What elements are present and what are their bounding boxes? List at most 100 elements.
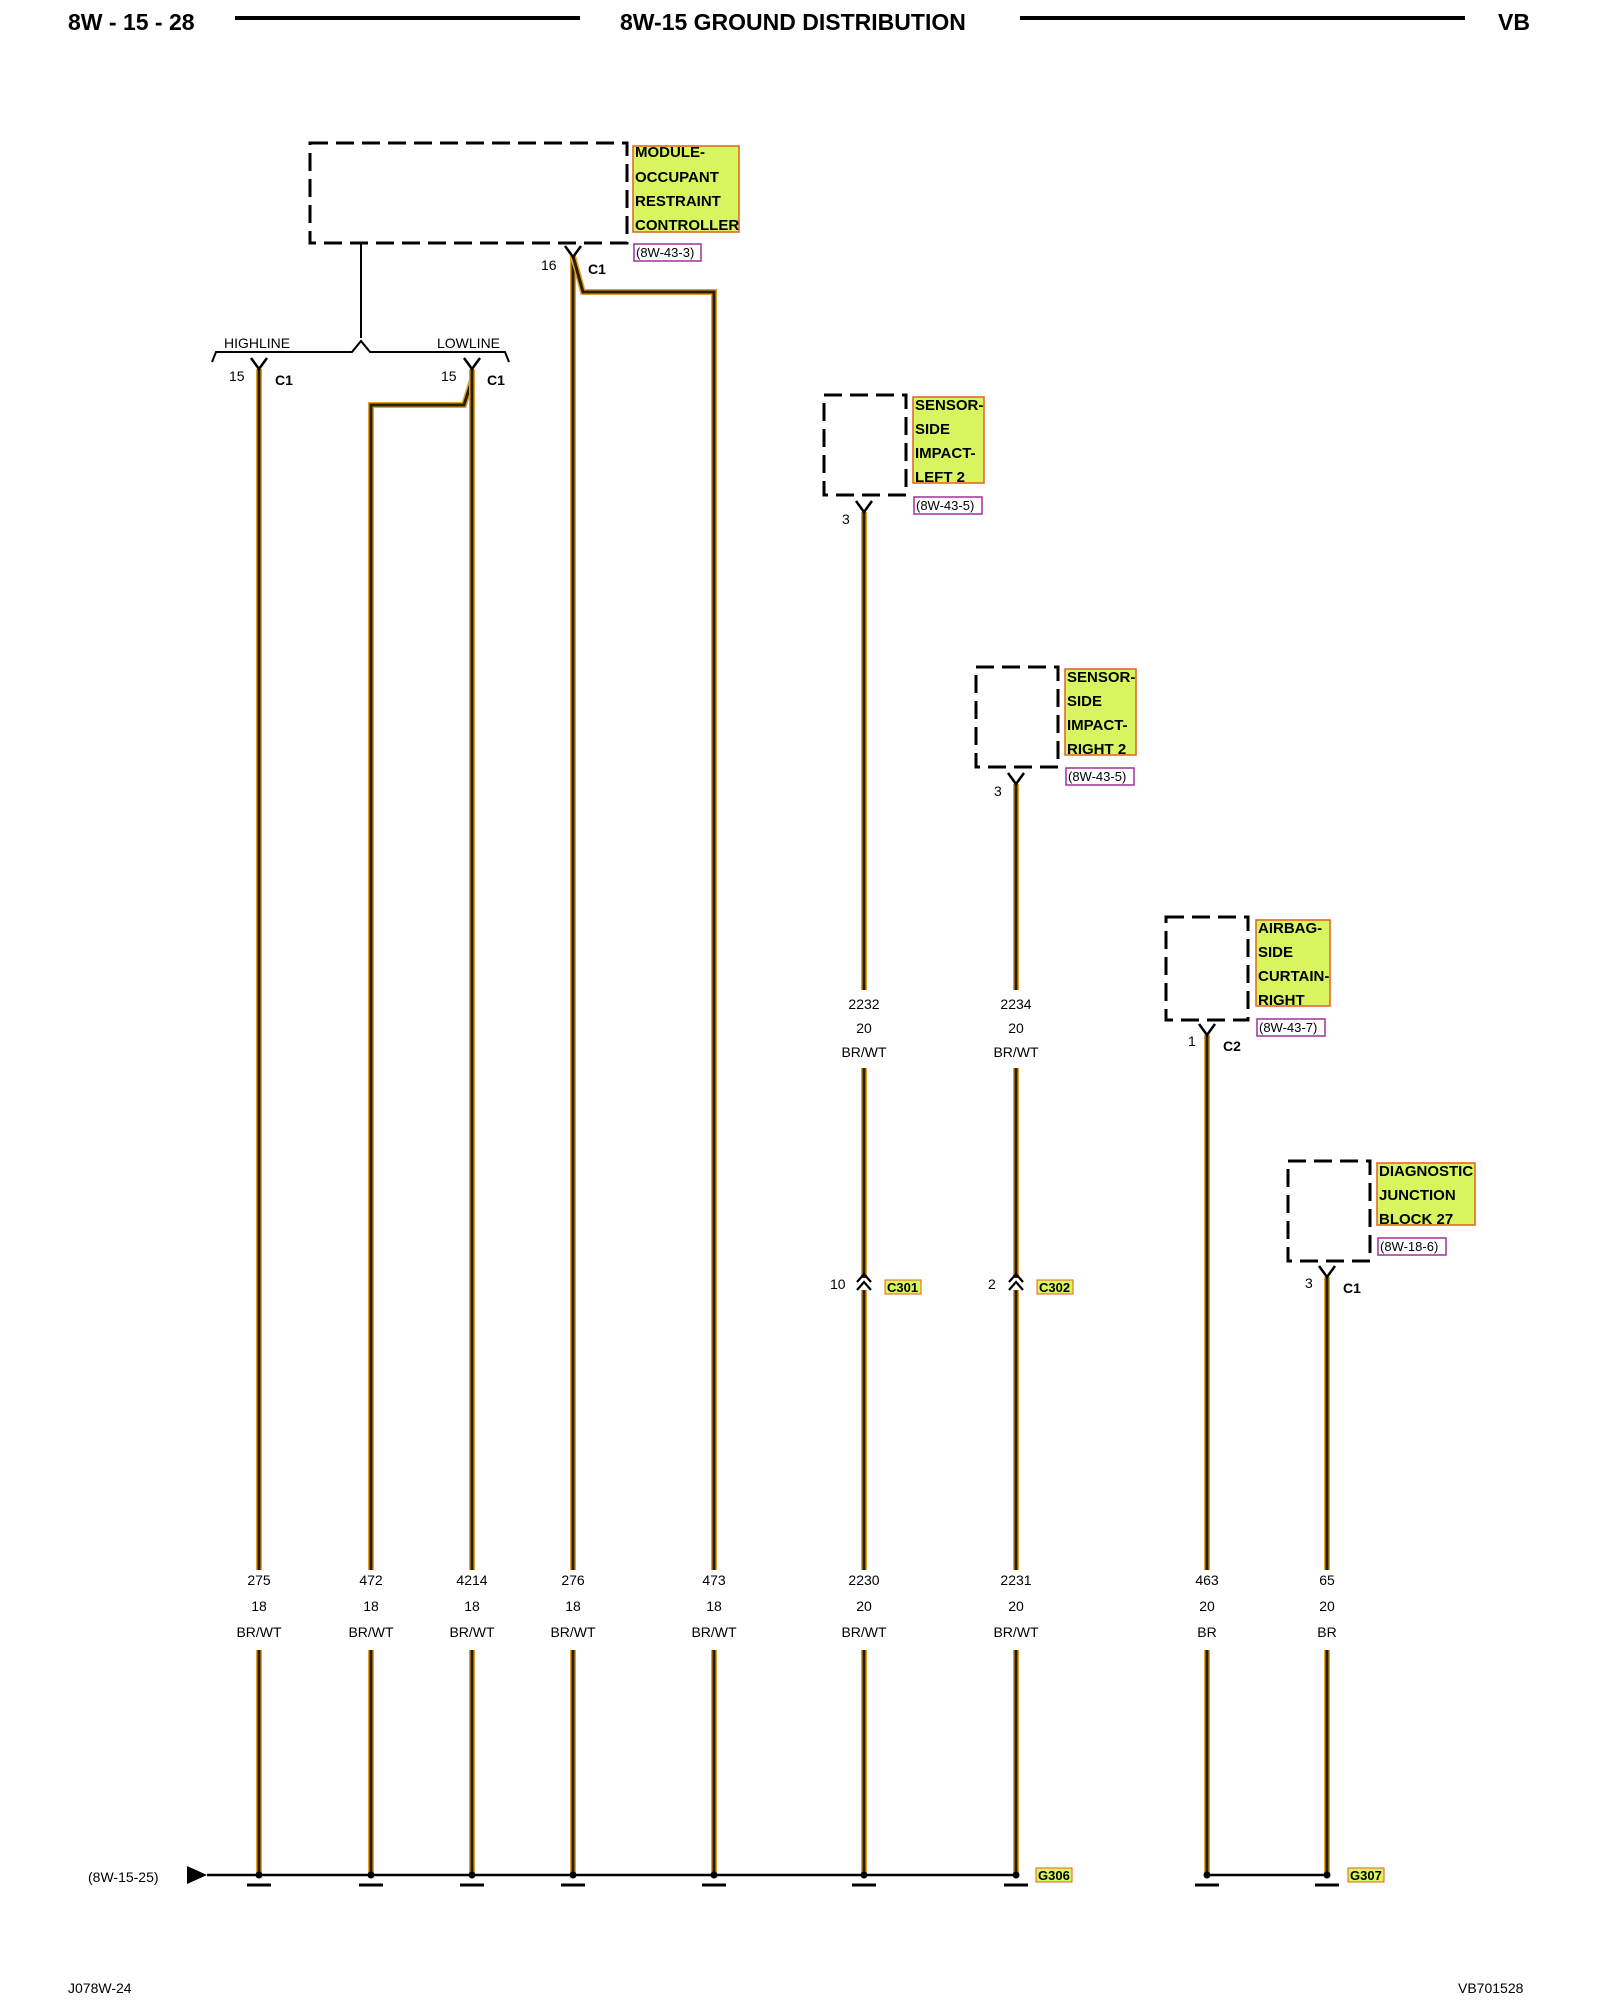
sil-name-3: IMPACT- [915,445,976,462]
djb-name-3: BLOCK 27 [1379,1211,1453,1228]
asc-ref-link[interactable]: (8W-43-7) [1259,1020,1317,1035]
djb-label-box [1376,1162,1476,1226]
connector-sir-pin3 [1006,772,1026,787]
sil-ref-box [913,496,983,515]
wire-463-color: BR [1197,1624,1216,1640]
asc-name-2: SIDE [1258,944,1293,961]
sir-pin-number: 3 [994,783,1002,799]
splice-473 [702,1871,726,1887]
sil-pin-number: 3 [842,511,850,527]
wire-275-gauge: 18 [251,1598,267,1614]
asc-name-1: AIRBAG- [1258,920,1322,937]
sil-label-box [912,396,985,484]
page-title: 8W-15 GROUND DISTRIBUTION [620,9,966,35]
ground-bus: (8W-15-25) G306 G307 [88,1866,1385,1885]
orc-name-2: OCCUPANT [635,169,719,186]
wire-473-color: BR/WT [691,1624,737,1640]
sir-ref-box [1065,767,1135,786]
splice-463 [1195,1871,1219,1887]
w2234-color: BR/WT [993,1044,1039,1060]
wire-473-gauge: 18 [706,1598,722,1614]
pin-labels: 15 C1 15 C1 16 C1 [229,257,606,388]
inline-c302 [1008,1272,1024,1291]
orc-name-1: MODULE- [635,144,705,161]
wire-472-color: BR/WT [348,1624,394,1640]
orc-name-3: RESTRAINT [635,193,721,210]
c302-label-box [1036,1279,1074,1295]
continuation-arrow [187,1866,207,1884]
sir-label-box [1064,668,1137,756]
wire-473-upper [571,255,716,1570]
sir-name-4: RIGHT 2 [1067,741,1126,758]
inline-connectors: 10 C301 2 C302 [830,1276,1074,1295]
sir-outline [974,665,1060,769]
c302-pin: 2 [988,1276,996,1292]
asc-outline [1164,915,1250,1022]
wires [256,255,1330,1875]
splice-65 [1315,1871,1339,1887]
djb-name-2: JUNCTION [1379,1187,1456,1204]
orc-ref-link[interactable]: (8W-43-3) [636,245,694,260]
wire-463-gauge: 20 [1199,1598,1215,1614]
djb-ref-box [1377,1237,1447,1256]
sil-outline [822,393,908,497]
wire-473-circuit: 473 [702,1572,726,1588]
wire-2231-color: BR/WT [993,1624,1039,1640]
asc-name-4: RIGHT [1258,992,1305,1009]
djb-pin-number: 3 [1305,1275,1313,1291]
asc-pin-connector: C2 [1223,1038,1241,1054]
connector-orc-pin16 [563,245,583,260]
inline-c301 [856,1272,872,1291]
asc-pin-number: 1 [1188,1033,1196,1049]
sir-ref-link[interactable]: (8W-43-5) [1068,769,1126,784]
splice-276 [561,1871,585,1887]
w2232-gauge: 20 [856,1020,872,1036]
pin-hl-connector: C1 [275,372,293,388]
variant-split: HIGHLINE LOWLINE [211,243,510,363]
c301-name: C301 [887,1280,918,1295]
wire-472-circuit: 472 [359,1572,383,1588]
sir-name-3: IMPACT- [1067,717,1128,734]
component-airbag-side-curtain-right: AIRBAG- SIDE CURTAIN- RIGHT (8W-43-7) 1 … [1164,915,1331,1054]
orc-name-4: CONTROLLER [635,217,739,234]
g307-name: G307 [1350,1868,1382,1883]
connector-asc-pin1 [1197,1023,1217,1038]
page-number: 8W - 15 - 28 [68,9,195,35]
c301-label-box [884,1279,922,1295]
g307-label-box [1347,1867,1385,1883]
connector-djb-pin3 [1317,1265,1337,1280]
wire-276-gauge: 18 [565,1598,581,1614]
wire-463-circuit: 463 [1195,1572,1219,1588]
asc-name-3: CURTAIN- [1258,968,1329,985]
asc-ref-box [1256,1018,1326,1037]
component-diagnostic-junction-block: DIAGNOSTIC JUNCTION BLOCK 27 (8W-18-6) 3… [1286,1159,1476,1296]
connector-sil-pin3 [854,500,874,515]
wire-4214-circuit: 4214 [456,1572,487,1588]
wire-276-color: BR/WT [550,1624,596,1640]
sil-name-2: SIDE [915,421,950,438]
connector-ll-pin15 [462,357,482,372]
sil-ref-link[interactable]: (8W-43-5) [916,498,974,513]
wire-2230-color: BR/WT [841,1624,887,1640]
continuation-ref[interactable]: (8W-15-25) [88,1869,159,1885]
w2232-circuit: 2232 [848,996,879,1012]
footer-left: J078W-24 [68,1980,132,1996]
splice-472 [359,1871,383,1887]
wire-473-upper-edge [570,255,717,1570]
sil-name-4: LEFT 2 [915,469,965,486]
wire-472-upper [369,379,474,1570]
pin-ll-number: 15 [441,368,457,384]
wire-2230-gauge: 20 [856,1598,872,1614]
djb-pin-connector: C1 [1343,1280,1361,1296]
wire-275-circuit: 275 [247,1572,271,1588]
wire-275-color: BR/WT [236,1624,282,1640]
wire-65-circuit: 65 [1319,1572,1335,1588]
lower-wire-labels: 27518BR/WT47218BR/WT421418BR/WT27618BR/W… [236,1572,1336,1640]
w2234-circuit: 2234 [1000,996,1031,1012]
sir-name-2: SIDE [1067,693,1102,710]
wire-276-circuit: 276 [561,1572,585,1588]
splice-2230 [852,1871,876,1887]
djb-ref-link[interactable]: (8W-18-6) [1380,1239,1438,1254]
wire-2231-circuit: 2231 [1000,1572,1031,1588]
splice-2231 [1004,1871,1028,1887]
